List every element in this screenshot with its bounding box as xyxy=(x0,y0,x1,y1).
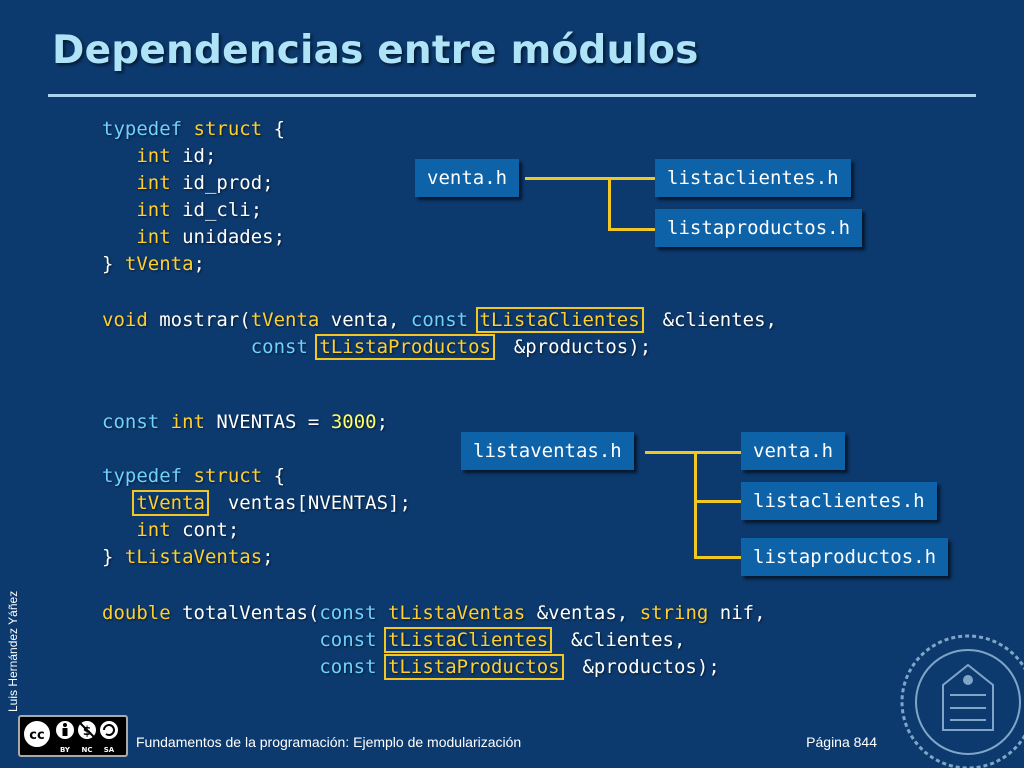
code-keyword: const xyxy=(319,629,377,651)
cc-label-nc: NC xyxy=(82,746,93,754)
code-total-ventas: double totalVentas(const tListaVentas &v… xyxy=(102,600,766,681)
code-type: tListaVentas xyxy=(388,602,526,624)
connector-line xyxy=(694,451,697,559)
module-box-listaproductos: listaproductos.h xyxy=(741,538,949,576)
code-type: double xyxy=(102,602,171,624)
code-text: id_cli; xyxy=(170,199,263,221)
cc-label-sa: SA xyxy=(104,746,115,754)
code-text: { xyxy=(262,465,286,487)
code-text: totalVentas( xyxy=(170,602,320,624)
connector-line xyxy=(645,451,741,454)
cc-license-badge: cc $ BY NC SA xyxy=(18,715,128,757)
code-text: mostrar( xyxy=(147,309,251,331)
code-text: ; xyxy=(193,253,205,275)
code-text: &productos); xyxy=(571,656,720,678)
code-text: { xyxy=(262,118,286,140)
cc-license-icon: cc $ BY NC SA xyxy=(22,719,120,754)
code-type: tVenta xyxy=(250,309,320,331)
highlighted-type: tListaProductos xyxy=(315,334,495,360)
connector-line xyxy=(694,500,741,503)
code-text: &clientes, xyxy=(651,309,777,331)
code-keyword: const xyxy=(250,336,308,358)
code-text: NVENTAS = xyxy=(204,411,331,433)
code-text: ventas[NVENTAS]; xyxy=(216,492,411,514)
slide-title: Dependencias entre módulos xyxy=(52,28,699,73)
highlighted-type: tListaClientes xyxy=(475,307,644,333)
module-box-venta: venta.h xyxy=(415,159,520,197)
code-type: string xyxy=(639,602,709,624)
code-text: venta, xyxy=(319,309,411,331)
code-keyword: const xyxy=(102,411,160,433)
code-text: ; xyxy=(262,546,274,568)
connector-line xyxy=(608,177,611,231)
code-text: } xyxy=(102,253,125,275)
code-text: cont; xyxy=(170,519,240,541)
code-type: struct xyxy=(193,118,263,140)
code-text: nif, xyxy=(708,602,766,624)
code-lista-ventas: const int NVENTAS = 3000; typedef struct… xyxy=(102,409,411,571)
code-struct-venta: typedef struct { int id; int id_prod; in… xyxy=(102,116,285,278)
code-keyword: const xyxy=(319,656,377,678)
code-type: int xyxy=(136,145,171,167)
module-box-listaclientes: listaclientes.h xyxy=(655,159,851,197)
highlighted-type: tListaClientes xyxy=(384,627,553,653)
connector-line xyxy=(694,556,741,559)
code-number: 3000 xyxy=(330,411,377,433)
code-text: ; xyxy=(376,411,389,433)
code-type: struct xyxy=(193,465,263,487)
footer-course-title: Fundamentos de la programación: Ejemplo … xyxy=(136,734,522,750)
code-text: unidades; xyxy=(170,226,286,248)
code-mostrar: void mostrar(tVenta venta, const tListaC… xyxy=(102,307,777,361)
module-box-listaclientes: listaclientes.h xyxy=(741,482,937,520)
cc-label-by: BY xyxy=(60,746,71,754)
code-type: int xyxy=(136,199,171,221)
connector-line xyxy=(608,228,655,231)
code-text: &productos); xyxy=(502,336,652,358)
page-number: Página 844 xyxy=(806,734,877,750)
title-underline xyxy=(48,94,976,97)
author-name: Luis Hernández Yáñez xyxy=(6,590,20,712)
code-keyword: typedef xyxy=(102,465,183,487)
code-type: tVenta xyxy=(124,253,194,275)
code-type: tListaVentas xyxy=(124,546,263,568)
code-keyword: typedef xyxy=(102,118,183,140)
code-keyword: const xyxy=(410,309,469,331)
code-type: void xyxy=(102,309,148,331)
module-box-listaproductos: listaproductos.h xyxy=(655,209,863,247)
connector-line xyxy=(525,177,655,180)
code-keyword: const xyxy=(319,602,377,624)
module-box-listaventas: listaventas.h xyxy=(461,432,634,470)
code-text: id; xyxy=(170,145,217,167)
code-type: int xyxy=(136,172,171,194)
svg-text:cc: cc xyxy=(29,728,44,743)
code-text: id_prod; xyxy=(170,172,274,194)
code-text: &ventas, xyxy=(525,602,640,624)
highlighted-type: tListaProductos xyxy=(384,654,564,680)
code-type: int xyxy=(136,519,171,541)
highlighted-type: tVenta xyxy=(132,490,209,516)
code-type: int xyxy=(170,411,205,433)
code-text: } xyxy=(102,546,125,568)
code-text: &clientes, xyxy=(559,629,686,651)
module-box-venta: venta.h xyxy=(741,432,846,470)
university-seal-icon xyxy=(900,634,1024,768)
code-type: int xyxy=(136,226,171,248)
